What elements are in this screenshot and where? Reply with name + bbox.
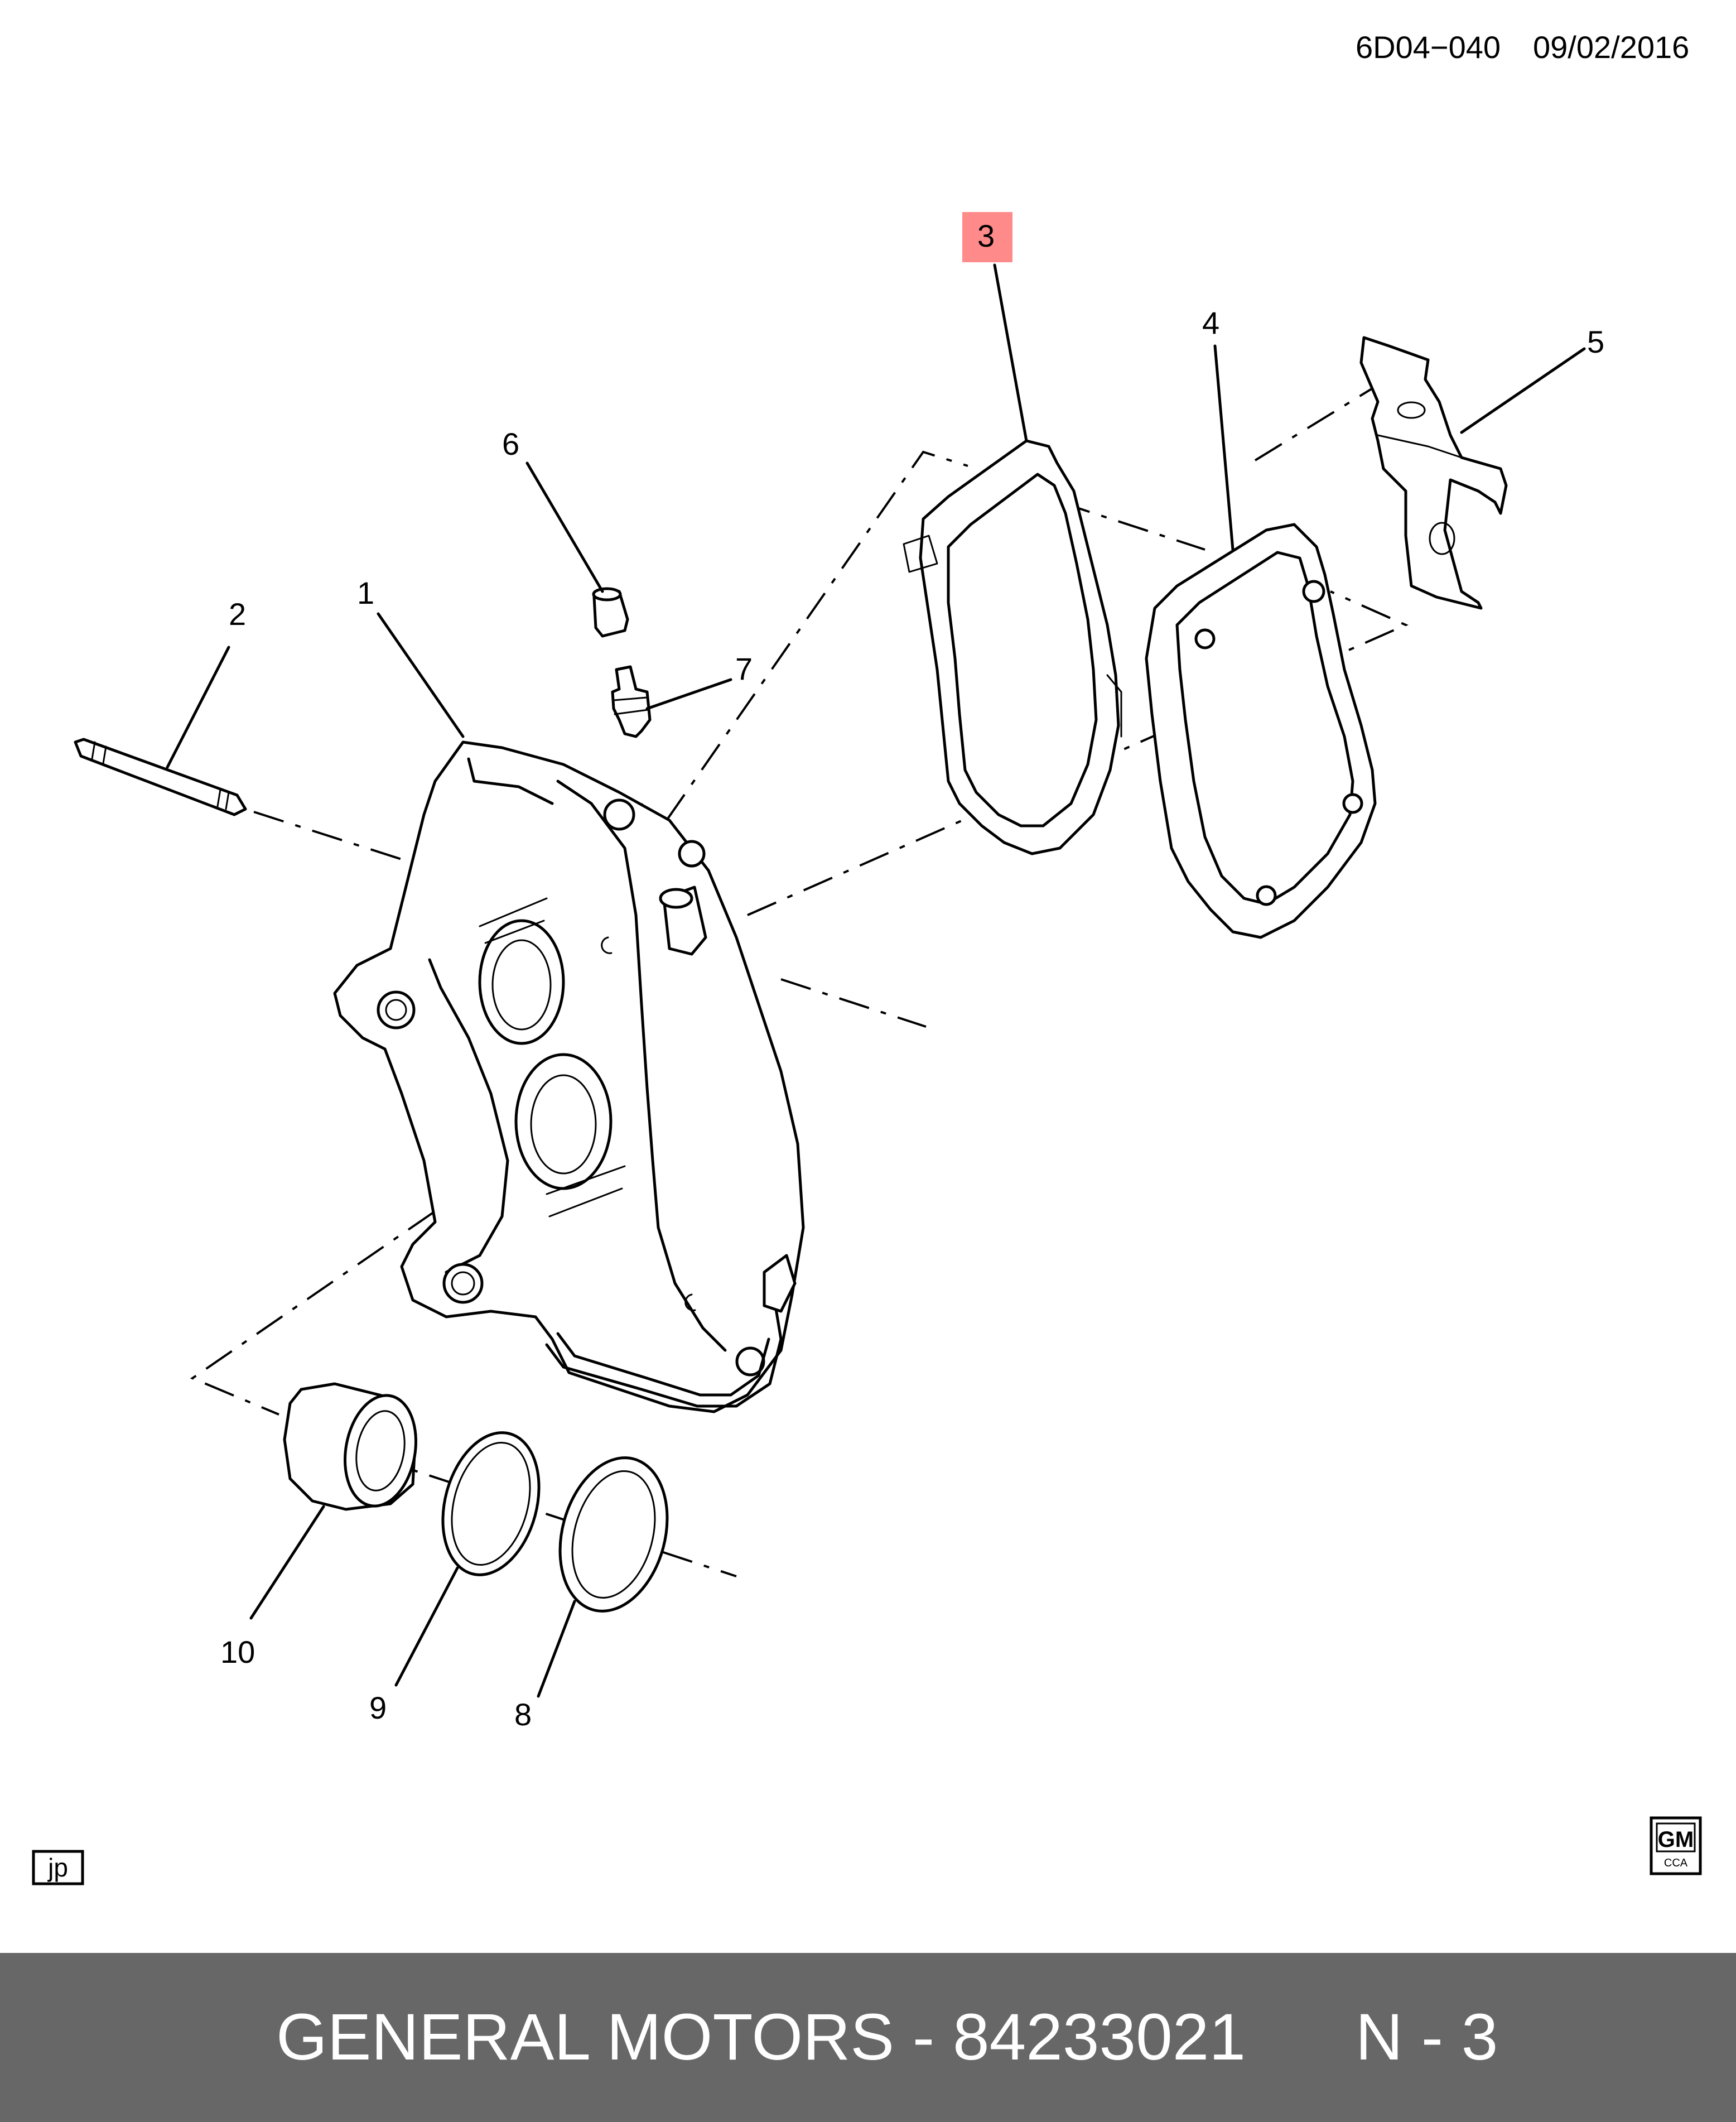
callout-2: 2	[229, 596, 246, 632]
dust-boot-part-8	[558, 1456, 669, 1613]
exploded-parts-diagram: 6D04−040 09/02/2016	[32, 30, 1702, 1885]
footer-caption: GENERAL MOTORS - 84233021 N - 3	[276, 1953, 1498, 2122]
callout-6: 6	[502, 426, 519, 461]
callout-7: 7	[735, 651, 753, 686]
diagram-ref: 6D04−040	[1356, 30, 1501, 65]
footer-separator: -	[912, 2000, 935, 2074]
gm-logo-text: GM	[1658, 1827, 1694, 1852]
diagram-date: 09/02/2016	[1533, 30, 1689, 65]
brake-pad-part-3	[903, 439, 1122, 855]
anti-rattle-clip-part-5	[1359, 336, 1508, 610]
footer-page: N - 3	[1355, 2000, 1498, 2074]
language-badge: jp	[32, 1850, 84, 1885]
footer-brand: GENERAL MOTORS	[276, 2000, 895, 2074]
callout-highlight	[962, 212, 1012, 262]
seal-ring-part-9	[441, 1431, 541, 1576]
callout-10: 10	[220, 1634, 255, 1669]
bleeder-cap-part-6	[592, 587, 629, 638]
callout-4: 4	[1202, 305, 1219, 340]
bleeder-valve-part-7	[611, 665, 652, 738]
footer-part-number: 84233021	[952, 2000, 1246, 2074]
leader-lines	[166, 263, 1586, 1698]
callout-5: 5	[1587, 324, 1604, 359]
alignment-lines	[190, 384, 1409, 1577]
footer-bar: GENERAL MOTORS - 84233021 N - 3	[0, 1953, 1736, 2122]
language-badge-label: jp	[47, 1853, 68, 1882]
callout-1: 1	[357, 575, 374, 610]
guide-pin-part-2	[74, 738, 247, 816]
caliper-housing-part-1	[333, 740, 805, 1413]
brake-pad-part-4	[1145, 523, 1377, 939]
cca-logo-text: CCA	[1664, 1857, 1688, 1869]
callout-8: 8	[514, 1697, 532, 1732]
gm-cca-logo: GM CCA	[1650, 1816, 1702, 1875]
callout-3: 3	[977, 218, 995, 253]
callout-9: 9	[369, 1690, 387, 1725]
piston-part-10	[283, 1382, 417, 1511]
